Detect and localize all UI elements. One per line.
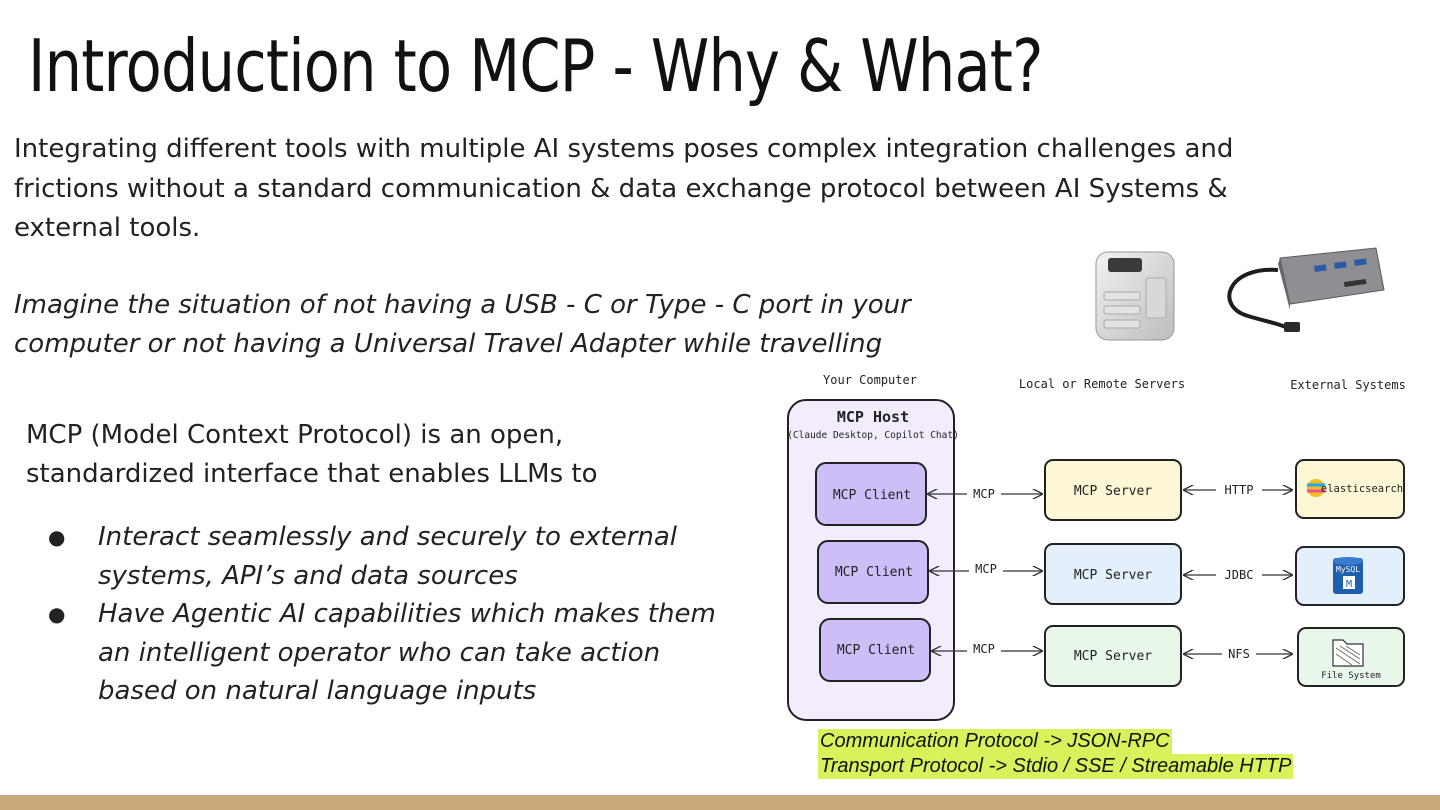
- elasticsearch-box: [1295, 459, 1405, 519]
- elasticsearch-icon: [1307, 479, 1325, 497]
- mcp-server-box: [1044, 625, 1182, 687]
- communication-protocol-note: Communication Protocol -> JSON-RPC: [818, 729, 1172, 754]
- column-your-computer: Your Computer: [823, 373, 917, 387]
- mcp-server-box: [1044, 543, 1182, 605]
- elasticsearch-label: elasticsearch: [1321, 483, 1403, 495]
- usb-c-hub-image: [1227, 247, 1385, 332]
- mysql-letter: M: [1346, 579, 1352, 590]
- mcp-client-label: MCP Client: [837, 643, 915, 658]
- capability-text: Have Agentic AI capabilities which makes…: [98, 599, 716, 706]
- capability-list: ● Interact seamlessly and securely to ex…: [48, 518, 738, 711]
- jdbc-arrow-label: JDBC: [1225, 568, 1254, 582]
- bullet-icon: ●: [48, 525, 66, 549]
- nfs-arrow-label: NFS: [1228, 647, 1250, 661]
- mcp-architecture-diagram: Your Computer Local or Remote Servers Ex…: [787, 373, 1406, 721]
- capability-item: ● Have Agentic AI capabilities which mak…: [48, 595, 738, 711]
- mcp-client-label: MCP Client: [833, 488, 911, 503]
- footer-bar: [0, 795, 1440, 810]
- mcp-host-subtitle: (Claude Desktop, Copilot Chat): [787, 430, 959, 441]
- mcp-arrow-label: MCP: [973, 642, 995, 656]
- mcp-arrow-label: MCP: [975, 562, 997, 576]
- mysql-database-icon: MySQL M: [1333, 557, 1363, 594]
- folder-icon: [1332, 639, 1364, 667]
- protocol-notes: Communication Protocol -> JSON-RPC Trans…: [818, 729, 1294, 779]
- mcp-host-title: MCP Host: [837, 408, 909, 426]
- mcp-arrow-label: MCP: [973, 487, 995, 501]
- analogy-paragraph: Imagine the situation of not having a US…: [14, 290, 911, 359]
- capability-text: Interact seamlessly and securely to exte…: [98, 522, 678, 591]
- mcp-definition: MCP (Model Context Protocol) is an open,…: [26, 420, 598, 489]
- mcp-client-label: MCP Client: [835, 565, 913, 580]
- mcp-server-label: MCP Server: [1074, 484, 1152, 499]
- slide-title: Introduction to MCP - Why & What?: [28, 24, 1043, 108]
- mysql-label: MySQL: [1336, 565, 1360, 574]
- travel-adapter-image: [1095, 251, 1175, 341]
- mcp-client-box: [819, 618, 931, 682]
- bullet-icon: ●: [48, 602, 66, 626]
- intro-paragraph: Integrating different tools with multipl…: [14, 134, 1234, 243]
- capability-item: ● Interact seamlessly and securely to ex…: [48, 518, 738, 595]
- transport-protocol-note: Transport Protocol -> Stdio / SSE / Stre…: [818, 754, 1294, 779]
- column-servers: Local or Remote Servers: [1019, 377, 1185, 391]
- mcp-client-box: [815, 462, 927, 526]
- http-arrow-label: HTTP: [1225, 483, 1254, 497]
- column-external-systems: External Systems: [1290, 378, 1406, 392]
- mcp-server-box: [1044, 459, 1182, 521]
- file-system-label: File System: [1321, 671, 1381, 681]
- mcp-server-label: MCP Server: [1074, 649, 1152, 664]
- mcp-server-label: MCP Server: [1074, 568, 1152, 583]
- mcp-client-box: [817, 540, 929, 604]
